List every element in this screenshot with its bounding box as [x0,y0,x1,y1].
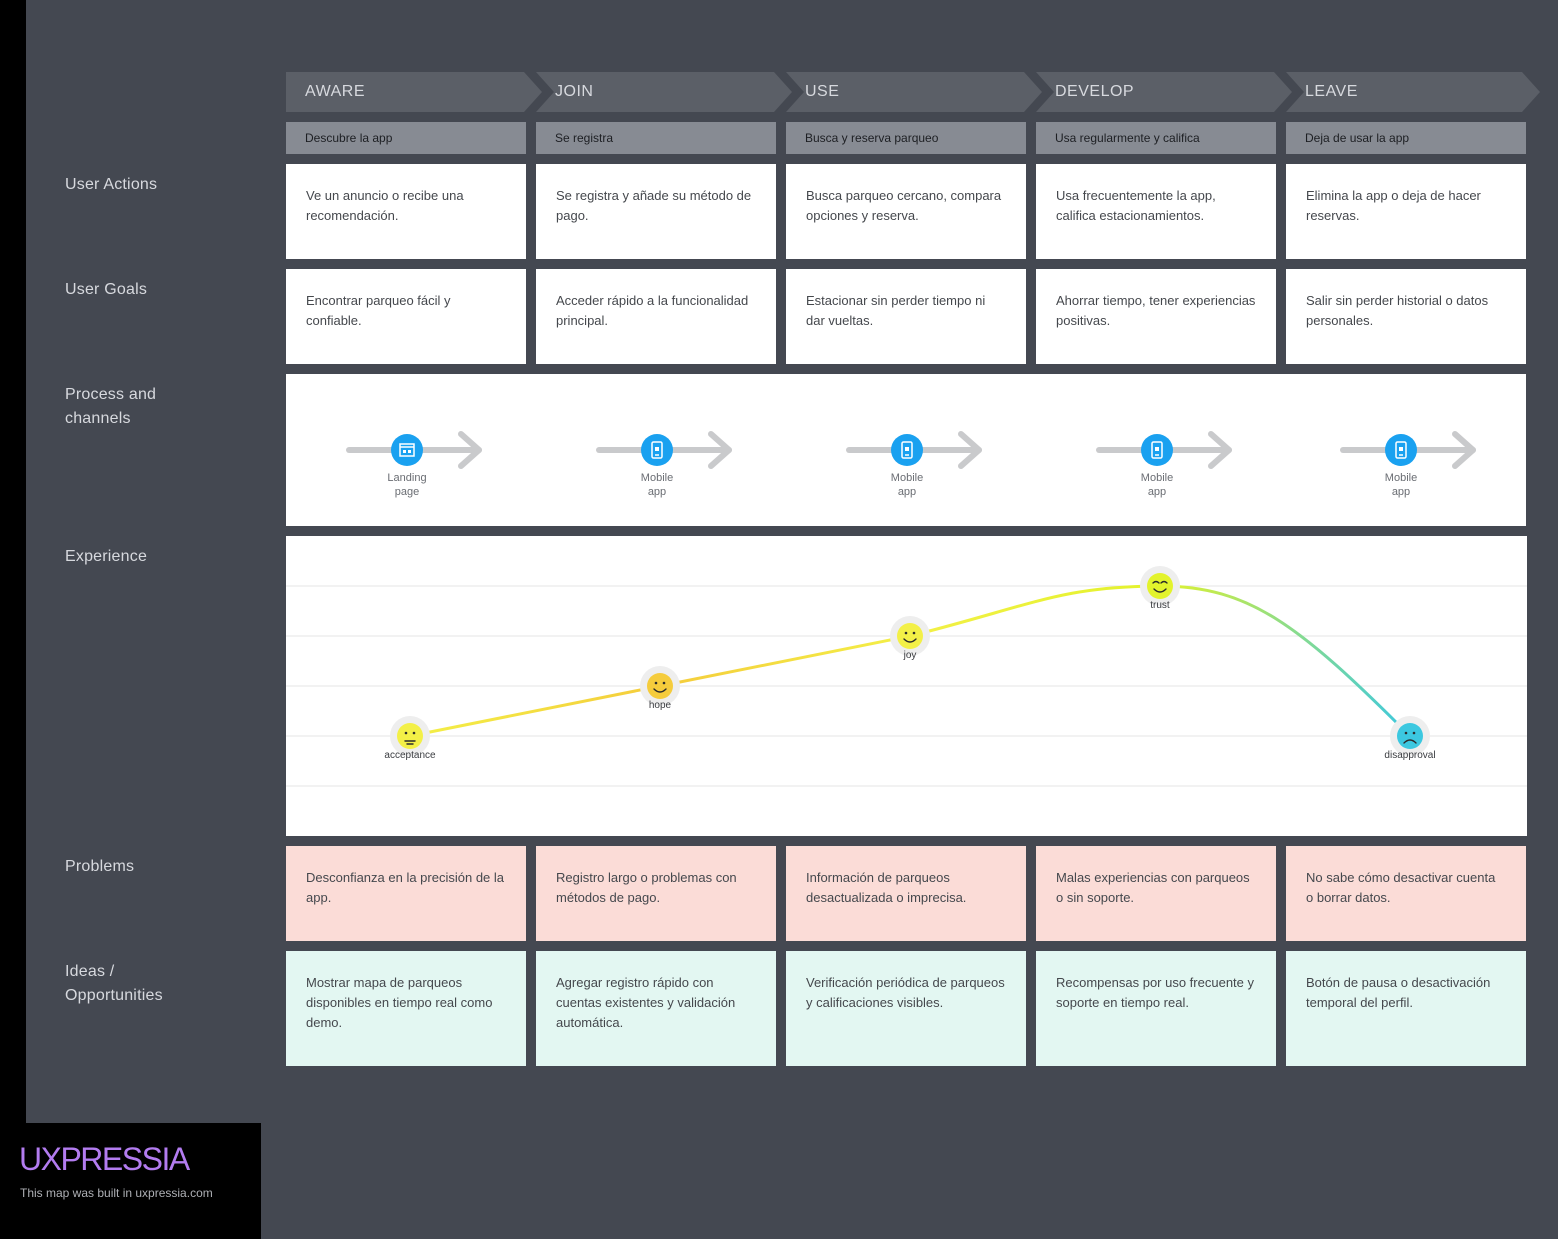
emotion-face [1147,573,1173,599]
process-channels-svg [346,431,1476,469]
uxpressia-logo[interactable]: UXPRESSIA [19,1141,190,1177]
row-label-user-actions: User Actions [65,176,158,193]
stage-subheading[interactable]: Deja de usar la app [1286,122,1526,154]
stage-name: AWARE [305,83,365,100]
emotion-label-disapproval: disapproval [1384,750,1436,761]
arrow-head-icon [708,431,732,469]
emotion-disapproval-icon[interactable] [1390,716,1430,756]
row-label-problems: Problems [65,858,135,875]
emotion-label-acceptance: acceptance [384,750,436,761]
idea-card[interactable]: Botón de pausa o desactivación temporal … [1286,951,1526,1066]
emotion-hope-icon[interactable] [640,666,680,706]
user-goal-card[interactable]: Estacionar sin perder tiempo ni dar vuel… [786,269,1026,364]
idea-card[interactable]: Verificación periódica de parqueos y cal… [786,951,1026,1066]
experience-curve [409,584,1412,738]
row-label-ideas: Ideas / Opportunities [65,960,255,1008]
row-label-user-goals: User Goals [65,281,148,298]
problem-card[interactable]: Información de parqueos desactualizada o… [786,846,1026,941]
stage-subheading[interactable]: Descubre la app [286,122,526,154]
emotion-face [647,673,673,699]
experience-panel[interactable]: acceptance hope joy trust disapproval [286,536,1527,836]
stage-leave[interactable]: LEAVE [1286,72,1540,112]
left-edge-strip [0,0,26,1239]
stage-subheading[interactable]: Busca y reserva parqueo [786,122,1026,154]
landing-page-icon [399,443,415,457]
channel-3[interactable] [846,431,982,469]
mobile-app-icon [901,441,913,459]
user-goal-card[interactable]: Encontrar parqueo fácil y confiable. [286,269,526,364]
user-action-card[interactable]: Elimina la app o deja de hacer reservas. [1286,164,1526,259]
emotion-joy-icon[interactable] [890,616,930,656]
user-action-card[interactable]: Ve un anuncio o recibe una recomendación… [286,164,526,259]
face-features [1152,580,1168,593]
stage-use[interactable]: USE [786,72,1042,112]
user-action-card[interactable]: Usa frecuentemente la app, califica esta… [1036,164,1276,259]
arrow-head-icon [958,431,982,469]
channel-4[interactable] [1096,431,1232,469]
user-action-card[interactable]: Busca parqueo cercano, compara opciones … [786,164,1026,259]
emotion-face [897,623,923,649]
channel-icon-circle [391,434,423,466]
emotion-trust-icon[interactable] [1140,566,1180,606]
stage-join[interactable]: JOIN [536,72,792,112]
footer-branding: UXPRESSIA This map was built in uxpressi… [0,1123,261,1239]
problem-card[interactable]: No sabe cómo desactivar cuenta o borrar … [1286,846,1526,941]
face-features [1403,731,1417,744]
stage-aware[interactable]: AWARE [286,72,542,112]
stage-name: USE [805,83,840,100]
emotion-label-trust: trust [1150,600,1170,611]
stage-name: JOIN [555,83,594,100]
user-goal-card[interactable]: Acceder rápido a la funcionalidad princi… [536,269,776,364]
problem-card[interactable]: Malas experiencias con parqueos o sin so… [1036,846,1276,941]
row-label-line: Process and [65,386,157,403]
emotion-label-joy: joy [903,650,917,661]
emotion-acceptance-icon[interactable] [390,716,430,756]
mobile-app-icon [651,441,663,459]
channel-1[interactable] [346,431,482,469]
stage-subheading[interactable]: Se registra [536,122,776,154]
row-label-line: Opportunities [65,987,163,1004]
row-label-line: Ideas / [65,963,115,980]
stage-name: LEAVE [1305,83,1358,100]
arrow-head-icon [1208,431,1232,469]
user-action-card[interactable]: Se registra y añade su método de pago. [536,164,776,259]
idea-card[interactable]: Mostrar mapa de parqueos disponibles en … [286,951,526,1066]
emotion-label-hope: hope [648,700,672,711]
experience-graph [286,566,1527,787]
user-goal-card[interactable]: Ahorrar tiempo, tener experiencias posit… [1036,269,1276,364]
channel-5[interactable] [1340,431,1476,469]
channel-2[interactable] [596,431,732,469]
problem-card[interactable]: Registro largo o problemas con métodos d… [536,846,776,941]
emotion-face [397,723,423,749]
row-label-experience: Experience [65,548,148,565]
face-features [404,731,416,745]
stage-develop[interactable]: DEVELOP [1036,72,1292,112]
emotion-face [1397,723,1423,749]
idea-card[interactable]: Agregar registro rápido con cuentas exis… [536,951,776,1066]
face-features [903,631,917,643]
arrow-head-icon [1452,431,1476,469]
problem-card[interactable]: Desconfianza en la precisión de la app. [286,846,526,941]
row-label-process: Process and channels [65,383,255,431]
idea-card[interactable]: Recompensas por uso frecuente y soporte … [1036,951,1276,1066]
face-features [653,681,667,693]
arrow-head-icon [458,431,482,469]
stage-name: DEVELOP [1055,83,1135,100]
user-goal-card[interactable]: Salir sin perder historial o datos perso… [1286,269,1526,364]
mobile-app-icon [1151,441,1163,459]
stage-subheading[interactable]: Usa regularmente y califica [1036,122,1276,154]
mobile-app-icon [1395,441,1407,459]
footer-tagline: This map was built in uxpressia.com [20,1186,213,1200]
row-label-line: channels [65,410,131,427]
